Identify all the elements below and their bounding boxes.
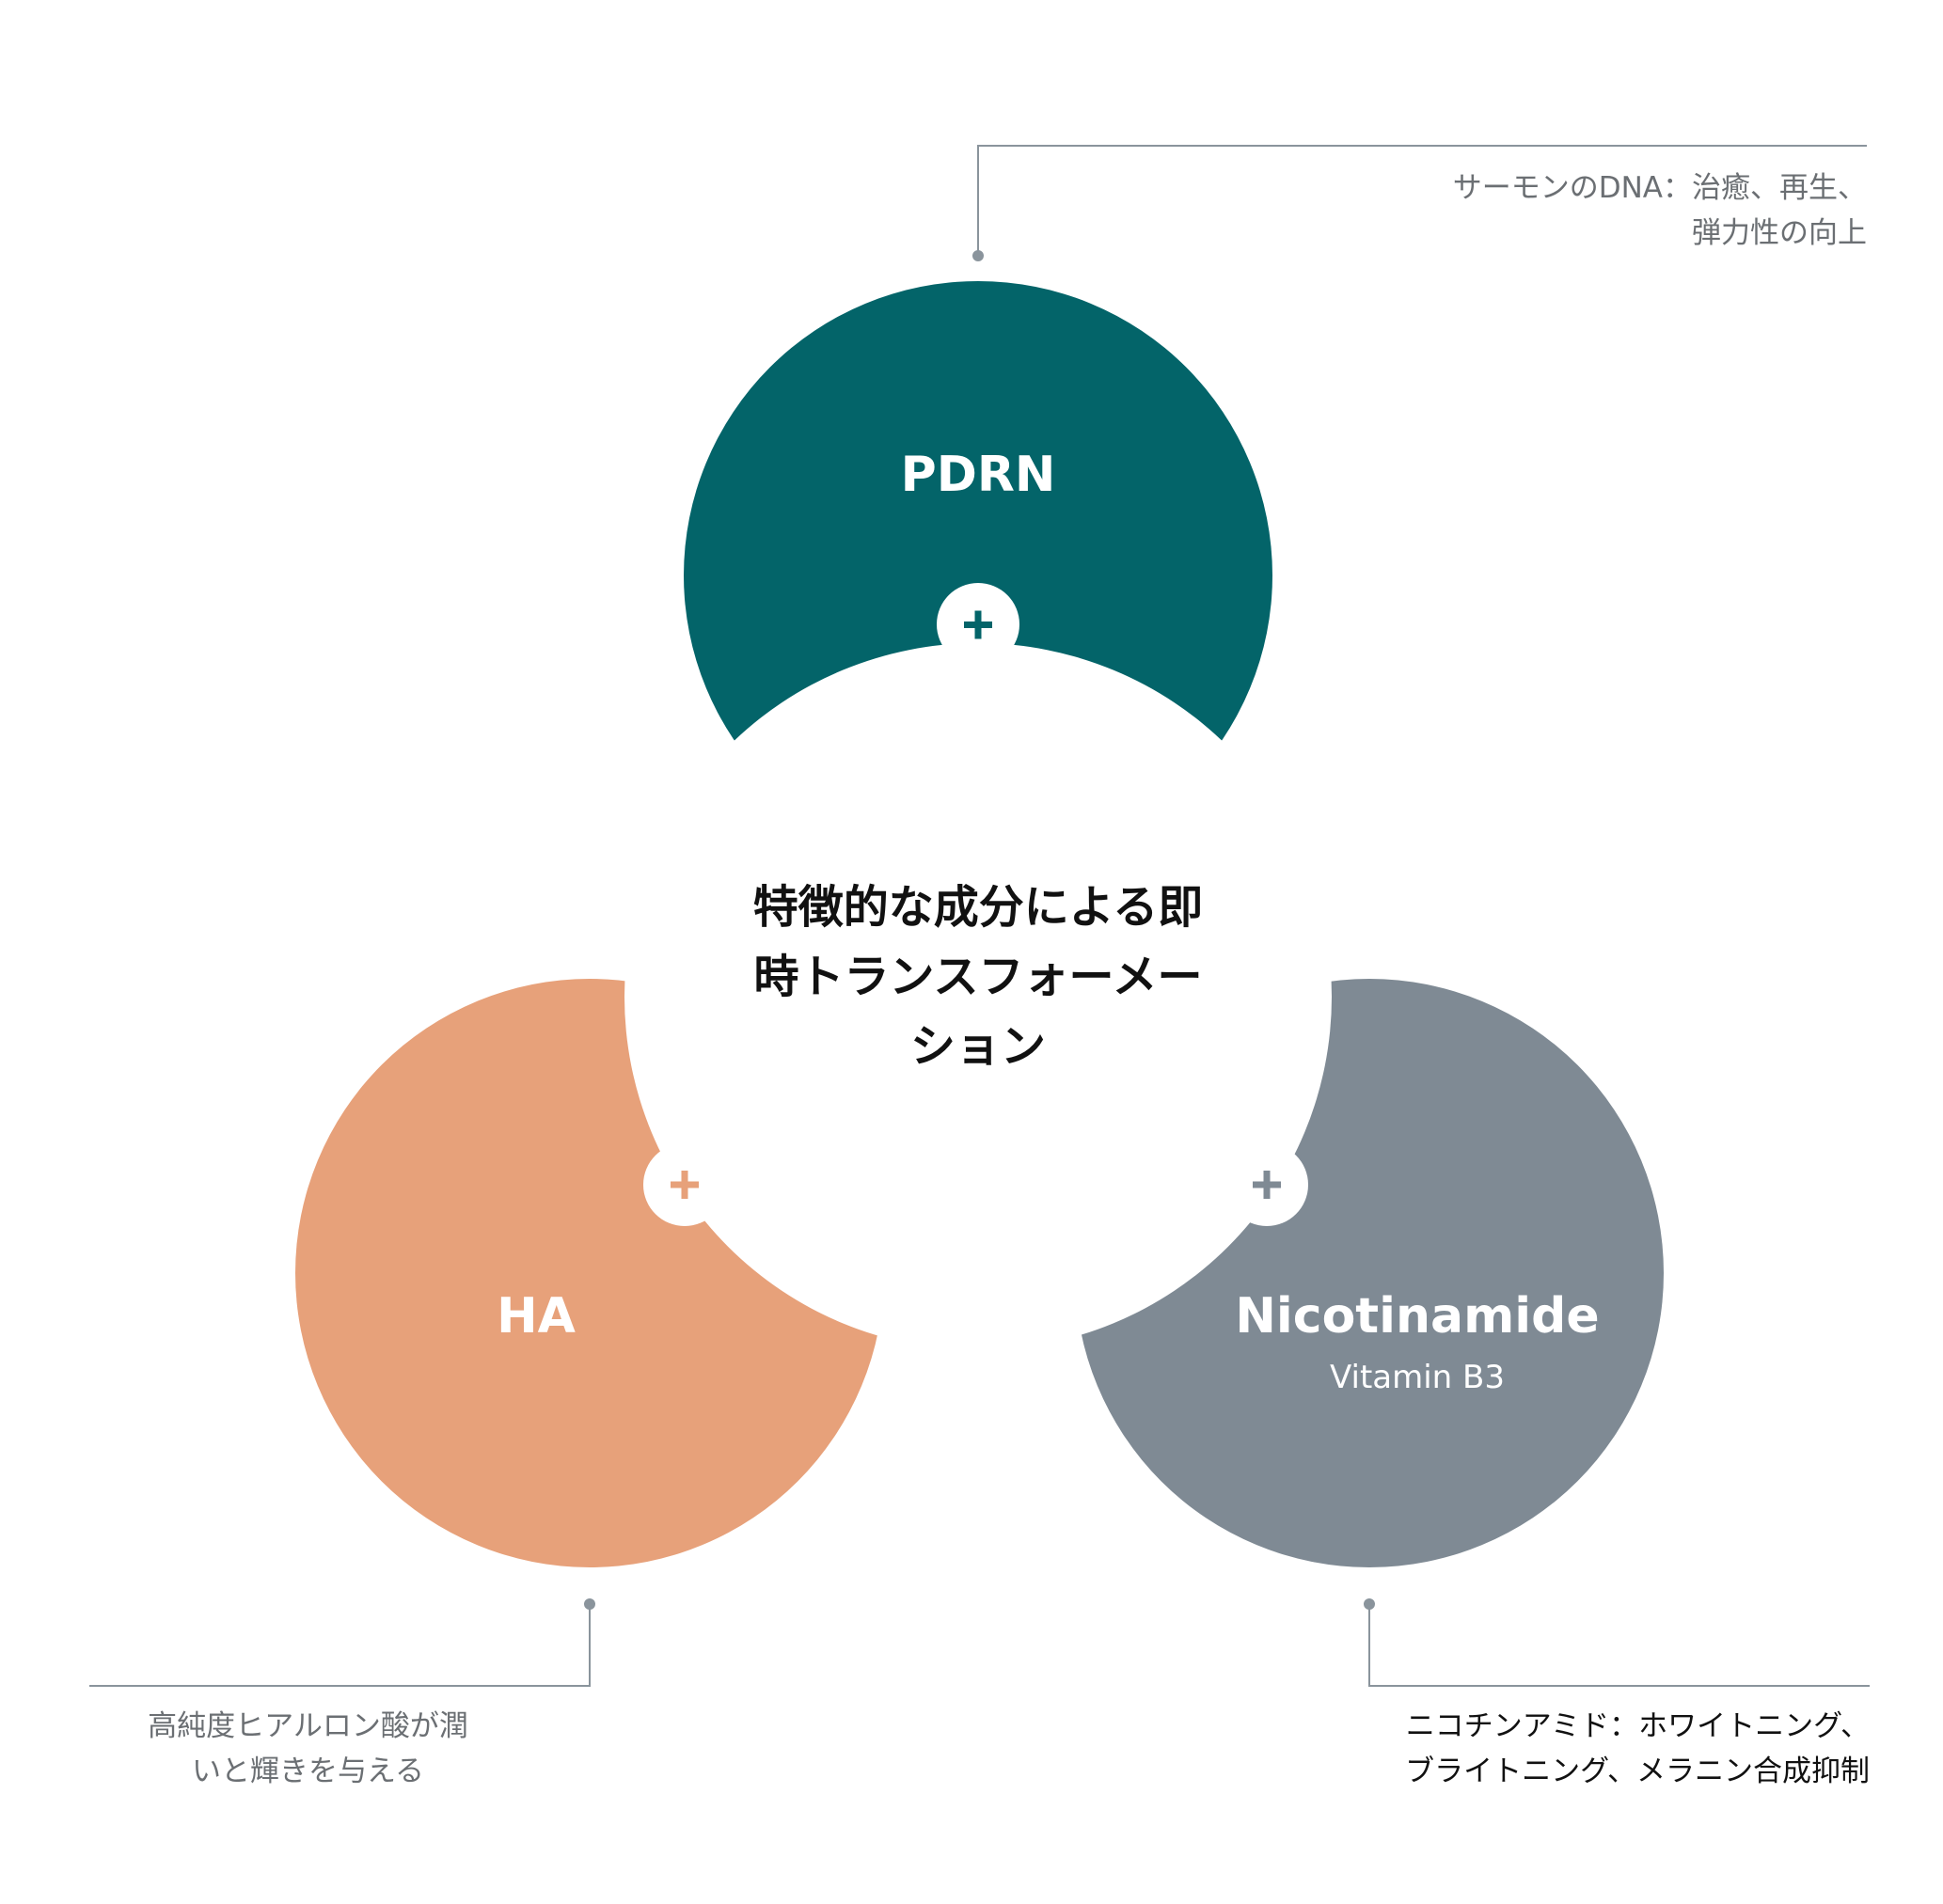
- pdrn-description-line: 弾力性の向上: [1692, 216, 1867, 250]
- connector-dot-nicotinamide: [1364, 1598, 1375, 1610]
- connector-nicotinamide: [1364, 1598, 1870, 1687]
- connector-dot-pdrn: [972, 250, 984, 261]
- pdrn-plus-badge: [937, 583, 1019, 666]
- connector-pdrn: [972, 145, 1867, 261]
- center-title: 特徴的な成分による即時トランスフォーメーション: [752, 881, 1204, 1073]
- plus-icon: [1253, 1171, 1281, 1199]
- ha-lobe: [295, 979, 884, 1567]
- connector-ha: [89, 1598, 595, 1687]
- nicotinamide-lobe: [1075, 979, 1664, 1567]
- ha-description-line: いと輝きを与える: [191, 1755, 425, 1788]
- ha-description-line: 高純度ヒアルロン酸が潤: [148, 1709, 468, 1743]
- pdrn-description-line: サーモンのDNA：治癒、再生、: [1452, 171, 1867, 205]
- nicotinamide-description-line: ブライトニング、メラニン合成抑制: [1405, 1755, 1870, 1788]
- ha-plus-badge: [643, 1143, 726, 1226]
- nicotinamide-subtitle: Vitamin B3: [1330, 1359, 1505, 1396]
- nicotinamide-description: ニコチンアミド：ホワイトニング、 ブライトニング、メラニン合成抑制: [1298, 1704, 1870, 1794]
- pdrn-lobe: [684, 281, 1272, 870]
- ha-title: HA: [497, 1288, 576, 1345]
- pdrn-title: PDRN: [901, 447, 1056, 503]
- plus-icon: [964, 610, 992, 639]
- nicotinamide-description-line: ニコチンアミド：ホワイトニング、: [1405, 1709, 1870, 1743]
- nicotinamide-title: Nicotinamide: [1235, 1288, 1599, 1345]
- ha-description: 高純度ヒアルロン酸が潤 いと輝きを与える: [89, 1704, 527, 1794]
- pdrn-description: サーモンのDNA：治癒、再生、 弾力性の向上: [1364, 165, 1867, 256]
- plus-icon: [671, 1171, 699, 1199]
- connector-dot-ha: [584, 1598, 595, 1610]
- nicotinamide-plus-badge: [1225, 1143, 1308, 1226]
